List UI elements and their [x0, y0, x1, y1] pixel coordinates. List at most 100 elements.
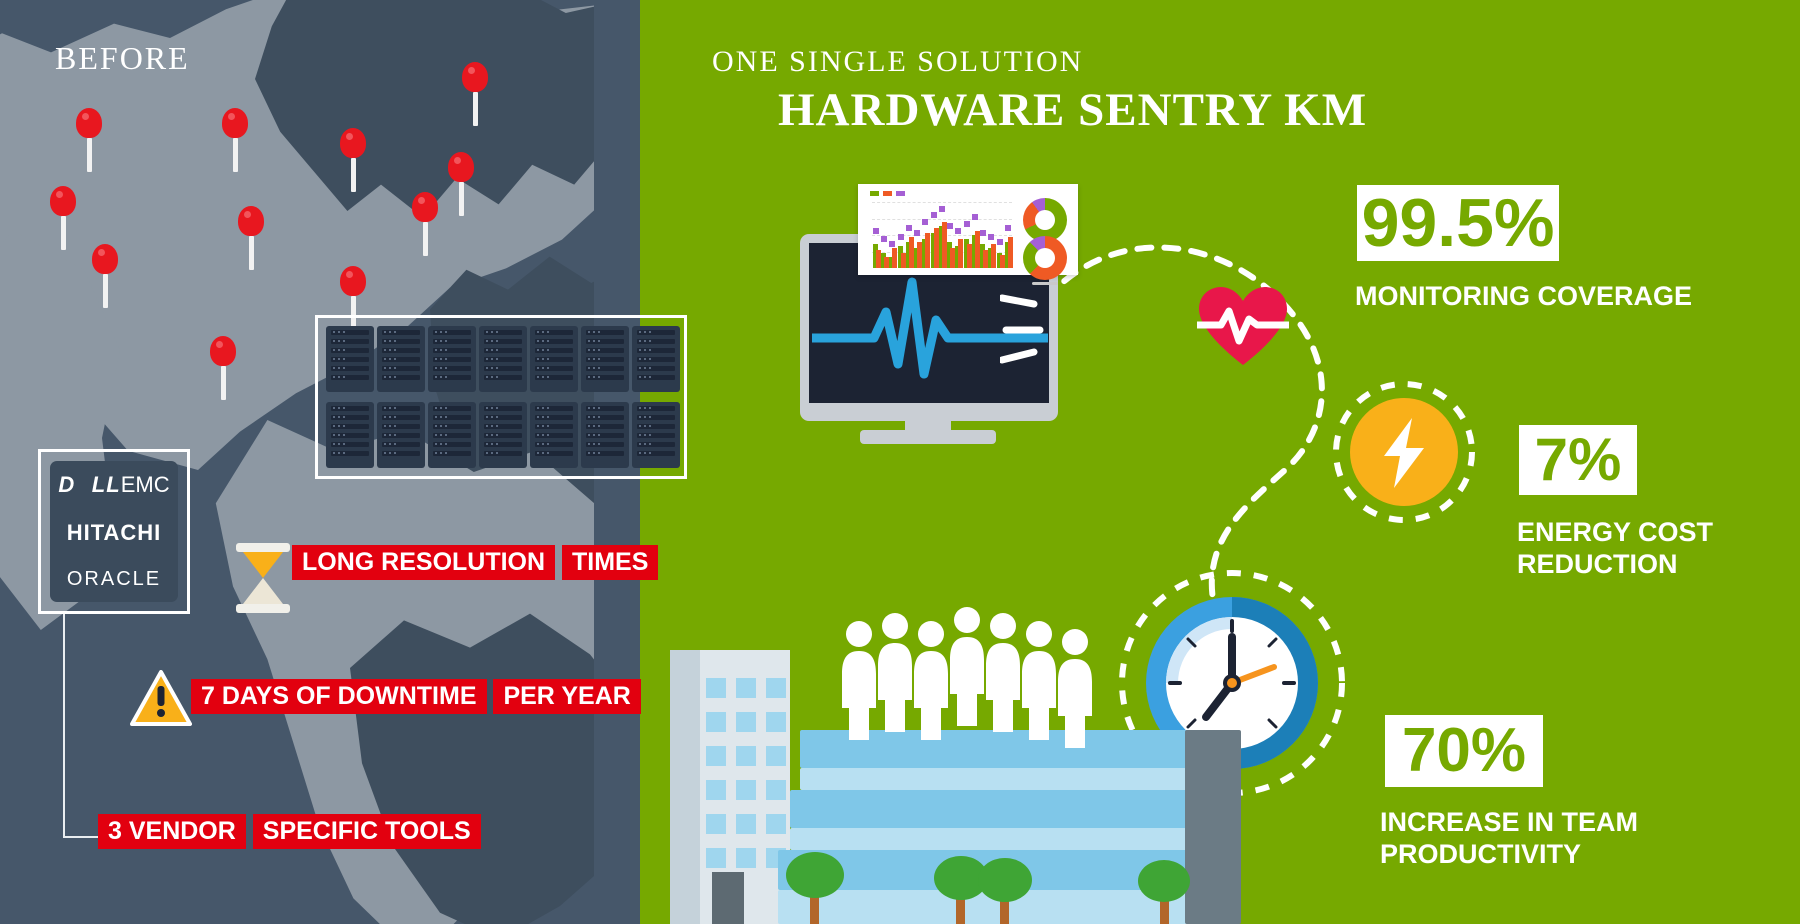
- platform-bar: [800, 768, 1240, 790]
- person-figure: [1056, 628, 1094, 748]
- chart-bar-green: [930, 232, 936, 268]
- server-rack: [326, 402, 374, 468]
- chart-bar-orange: [933, 228, 939, 268]
- chart-marker-purple: [938, 205, 945, 212]
- server-slot: [586, 451, 624, 456]
- stat-label-line: PRODUCTIVITY: [1380, 839, 1582, 870]
- server-slot: [637, 442, 675, 447]
- server-slot: [535, 415, 573, 420]
- building-window: [736, 814, 756, 834]
- office-building-shade: [670, 650, 700, 924]
- person-glyph: [1058, 629, 1092, 748]
- server-rack: [428, 402, 476, 468]
- server-rack-frame: [315, 315, 687, 479]
- server-slot: [535, 357, 573, 362]
- chart-marker-purple: [996, 238, 1003, 245]
- chart-bar-orange: [991, 243, 997, 268]
- chart-marker-purple: [905, 225, 912, 232]
- server-slot: [382, 442, 420, 447]
- tree-top: [1138, 860, 1190, 902]
- server-slot: [433, 339, 471, 344]
- chart-marker-purple: [955, 227, 962, 234]
- server-rack: [530, 326, 578, 392]
- chart-marker-purple: [963, 221, 970, 227]
- server-slot: [535, 348, 573, 353]
- stat-label-line: INCREASE IN TEAM: [1380, 807, 1639, 837]
- map-pin: [238, 206, 264, 270]
- server-slot: [586, 366, 624, 371]
- chart-bar-orange: [900, 252, 906, 268]
- building-window: [706, 678, 726, 698]
- chart-bar-green: [1004, 241, 1010, 268]
- chart-gridline: [872, 218, 1012, 220]
- server-rack: [530, 402, 578, 468]
- chart-marker-purple: [988, 234, 995, 241]
- legend-swatch-orange: [883, 191, 892, 196]
- chart-bar-orange: [908, 237, 914, 268]
- server-slot: [637, 348, 675, 353]
- map-pin: [340, 266, 366, 330]
- person-glyph: [842, 621, 876, 740]
- chart-bar-green: [980, 243, 986, 268]
- server-slot: [331, 451, 369, 456]
- server-slot: [433, 375, 471, 380]
- map-pin: [412, 192, 438, 256]
- chart-bar-green: [971, 235, 977, 268]
- callout-vendor-specific-tools: 3 VENDOR SPECIFIC TOOLS: [98, 814, 481, 849]
- map-pin: [92, 244, 118, 308]
- person-glyph: [1022, 621, 1056, 740]
- server-slot: [331, 433, 369, 438]
- donut-hole: [1035, 248, 1055, 268]
- bolt-glyph: [1384, 418, 1424, 488]
- server-slot: [382, 348, 420, 353]
- map-pin: [76, 108, 102, 172]
- legend-swatch-green: [870, 191, 879, 196]
- server-slot: [484, 424, 522, 429]
- server-rack: [581, 402, 629, 468]
- server-slot: [535, 339, 573, 344]
- server-slot: [433, 442, 471, 447]
- server-slot: [586, 415, 624, 420]
- server-slot: [637, 433, 675, 438]
- person-figure: [876, 612, 914, 732]
- server-slot: [484, 339, 522, 344]
- server-slot: [433, 366, 471, 371]
- person-figure: [840, 620, 878, 740]
- building-window: [706, 712, 726, 732]
- stat-value-box: 7%: [1519, 425, 1637, 495]
- chart-bar-green: [963, 239, 969, 268]
- server-slot: [382, 330, 420, 335]
- lightning-bolt-icon: [1350, 398, 1458, 506]
- server-rack: [377, 402, 425, 468]
- chart-bar-green: [905, 241, 911, 268]
- dell-emc-logo-suffix: EMC: [120, 472, 170, 497]
- chart-marker-purple: [889, 240, 896, 247]
- server-rack: [377, 326, 425, 392]
- server-slot: [331, 415, 369, 420]
- person-glyph: [986, 613, 1020, 732]
- chart-bar-orange: [892, 248, 898, 268]
- server-slot: [433, 406, 471, 411]
- server-slot: [331, 339, 369, 344]
- chart-bar-orange: [876, 250, 881, 268]
- callout-line: TIMES: [562, 545, 659, 580]
- headline-eyebrow: ONE SINGLE SOLUTION: [712, 45, 1084, 78]
- stat-value-box: 99.5%: [1357, 185, 1559, 261]
- server-slot: [484, 451, 522, 456]
- chart-marker-purple: [947, 223, 954, 230]
- chart-bar-green: [881, 252, 887, 268]
- building-window: [706, 814, 726, 834]
- server-slot: [484, 433, 522, 438]
- server-slot: [637, 406, 675, 411]
- server-rack: [632, 326, 680, 392]
- donut-top: [1023, 198, 1067, 242]
- map-pin: [222, 108, 248, 172]
- map-pin: [448, 152, 474, 216]
- server-slot: [484, 357, 522, 362]
- chart-bar-green: [947, 241, 953, 268]
- person-figure: [948, 606, 986, 726]
- callout-line: SPECIFIC TOOLS: [252, 814, 481, 849]
- platform-side: [1185, 730, 1241, 924]
- chart-marker-purple: [914, 229, 921, 236]
- server-rack: [326, 326, 374, 392]
